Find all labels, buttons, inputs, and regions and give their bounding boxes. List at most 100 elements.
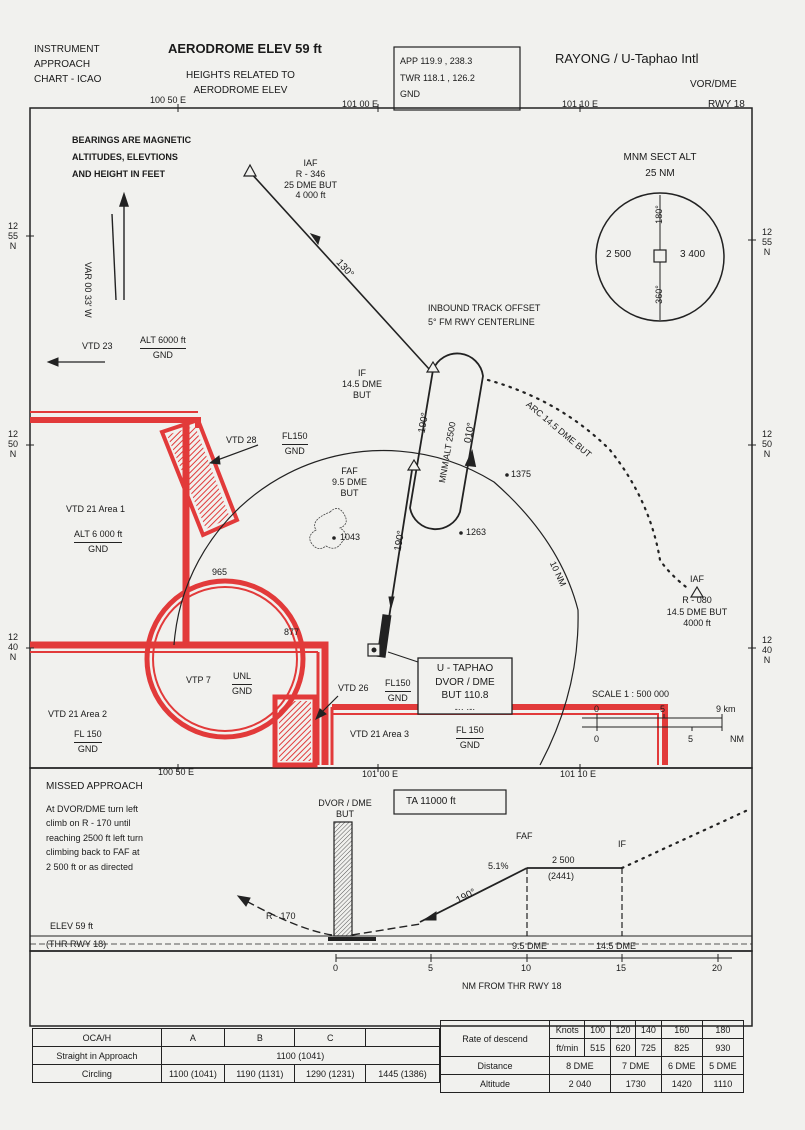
spot-height-877: 877 xyxy=(284,627,300,637)
lat-min: 40 xyxy=(8,641,19,652)
dme-arc-dotted xyxy=(486,378,692,592)
profile-gradient: 5.1% xyxy=(488,861,509,871)
axis-tick-15: 15 xyxy=(616,963,627,973)
vor-info: U - TAPHAO DVOR / DME BUT 110.8 -·· ·-· xyxy=(420,662,510,715)
magnetic-variation: VAR 00 33' W xyxy=(83,262,93,318)
vor-type: DVOR / DME xyxy=(435,676,495,688)
msa-east-alt: 3 400 xyxy=(680,249,706,260)
iaf-line: IAF xyxy=(689,574,704,584)
holding-pattern xyxy=(406,352,484,530)
heights-note-line: HEIGHTS RELATED TO xyxy=(186,70,295,81)
vtd21-area1-lower: GND xyxy=(88,543,109,554)
procedure-name: VOR/DME xyxy=(690,79,737,90)
vtd21-area2-lower: GND xyxy=(77,743,98,754)
minima-circling-label: Circling xyxy=(32,1064,162,1083)
inbound-line: 5° FM RWY CENTERLINE xyxy=(428,316,535,327)
iaf-line: 4 000 ft xyxy=(295,190,326,201)
lat-hem: N xyxy=(763,654,771,665)
vor-morse: -·· ·-· xyxy=(454,703,476,714)
transition-altitude: TA 11000 ft xyxy=(406,796,456,807)
msa-west-alt: 2 500 xyxy=(606,249,632,260)
vtd28-name: VTD 28 xyxy=(226,435,257,445)
scale-nm-5: 5 xyxy=(688,734,694,744)
note-line: ALTITUDES, ELEVTIONS xyxy=(72,152,178,163)
freq-app: APP 119.9 , 238.3 xyxy=(400,56,473,66)
chart-notes: BEARINGS ARE MAGNETIC ALTITUDES, ELEVTIO… xyxy=(72,132,191,183)
spot-heights xyxy=(332,473,509,540)
vtd26-upper: FL150 xyxy=(385,677,411,692)
minima-head: OCA/H xyxy=(32,1028,162,1047)
minima-table: OCA/H A B C Straight in Approach 1100 (1… xyxy=(32,1028,441,1083)
scale-km-5: 5 xyxy=(660,704,666,714)
minima-straight-row: Straight in Approach 1100 (1041) xyxy=(32,1046,441,1065)
iaf-line: 25 DME BUT xyxy=(284,179,338,190)
profile-faf: FAF xyxy=(516,831,533,841)
distance-cell: 8 DME xyxy=(549,1056,611,1075)
freq-gnd: GND xyxy=(400,89,420,100)
vtd28-lower: GND xyxy=(284,445,305,456)
iaf-line: 4000 ft xyxy=(683,617,711,628)
ftmin-cell: 620 xyxy=(609,1038,637,1057)
ftmin-cell: 725 xyxy=(635,1038,662,1057)
minima-circling-row: Circling 1100 (1041) 1190 (1131) 1290 (1… xyxy=(32,1064,441,1083)
vtd26-name: VTD 26 xyxy=(338,683,369,693)
descent-table: Rate of descend Knots 100 120 140 160 18… xyxy=(440,1020,745,1093)
lat-min: 55 xyxy=(8,230,19,241)
iaf-line: R - 080 xyxy=(682,595,712,606)
vtd21-area1-name: VTD 21 Area 1 xyxy=(66,504,126,514)
faf-line: BUT xyxy=(340,487,359,498)
chart-type-label: INSTRUMENT APPROACH CHART - ICAO xyxy=(34,42,101,87)
vtd28-limits: FL150 GND xyxy=(282,430,308,458)
vtp7-name: VTP 7 xyxy=(186,675,211,685)
freq-box xyxy=(393,46,521,111)
vtp7-lower: GND xyxy=(232,685,252,696)
descent-knots-row: Rate of descend Knots 100 120 140 160 18… xyxy=(440,1020,745,1057)
lat-hem: N xyxy=(9,448,17,459)
altitude-cell: 2 040 xyxy=(549,1074,611,1093)
missed-line: At DVOR/DME turn left xyxy=(46,804,139,814)
distance-row: Distance 8 DME 7 DME 6 DME 5 DME xyxy=(440,1056,745,1075)
coord-bottom-3: 101 10 E xyxy=(560,769,597,779)
iaf-line: R - 346 xyxy=(295,168,326,179)
chart-type-line: INSTRUMENT xyxy=(34,44,100,55)
runway-label: RWY 18 xyxy=(708,99,745,110)
lat-deg: 12 xyxy=(8,429,19,439)
iaf-line: IAF xyxy=(303,158,318,168)
vtd23-limits: ALT 6000 ft GND xyxy=(140,334,186,362)
faf-line: FAF xyxy=(341,466,358,476)
vtd23-lower: GND xyxy=(152,349,173,360)
vor-info-box xyxy=(417,657,513,715)
axis-tick-0: 0 xyxy=(333,963,339,973)
vtd21-area3-upper: FL 150 xyxy=(456,724,484,739)
iaf-line: 14.5 DME BUT xyxy=(666,606,728,617)
heights-note-line: AERODROME ELEV xyxy=(193,85,288,96)
ta-box xyxy=(393,789,507,815)
vtd28-pointer xyxy=(208,444,259,465)
vtd21-area1-upper: ALT 6 000 ft xyxy=(74,528,123,543)
msa-circle xyxy=(595,192,725,322)
missed-line: 2 500 ft or as directed xyxy=(46,861,134,872)
missed-line: climb on R - 170 until xyxy=(46,818,131,829)
minima-header-row: OCA/H A B C xyxy=(32,1028,441,1047)
profile-altitude: 2 500 xyxy=(552,855,575,865)
lat-min: 55 xyxy=(762,236,773,247)
knots-cell: 160 xyxy=(660,1020,703,1039)
profile-dme-9-5: 9.5 DME xyxy=(512,941,548,951)
vtp7-upper: UNL xyxy=(232,670,252,685)
knots-cell: 140 xyxy=(635,1020,662,1039)
msa-bearing-180: 180° xyxy=(653,205,664,224)
msa-title-line: 25 NM xyxy=(645,168,675,179)
plan-view-frame xyxy=(29,107,753,769)
profile-height: (2441) xyxy=(548,871,575,881)
scale-nm-label: NM xyxy=(730,734,744,744)
inbound-note: INBOUND TRACK OFFSET 5° FM RWY CENTERLIN… xyxy=(428,302,540,329)
altitude-row: Altitude 2 040 1730 1420 1110 xyxy=(440,1074,745,1093)
vtd26-limits: FL150 GND xyxy=(385,677,411,705)
knots-cell: Knots xyxy=(548,1020,586,1039)
minima-circling-value: 1100 (1041) xyxy=(160,1064,226,1083)
